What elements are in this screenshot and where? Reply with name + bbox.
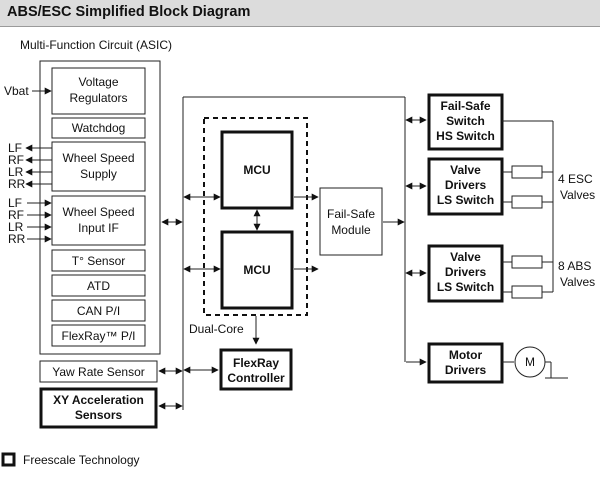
voltage-regulators-line-2: Regulators [69, 91, 127, 105]
xy-acceleration-line-2: Sensors [75, 408, 123, 422]
motor-drivers-block: Motor Drivers [427, 342, 504, 384]
fail-safe-switch-block: Fail-Safe Switch HS Switch [427, 93, 504, 151]
yaw-rate-sensor-label: Yaw Rate Sensor [52, 365, 145, 379]
abs-valves-line-2: Valves [560, 275, 595, 289]
flexray-controller-line-1: FlexRay [233, 356, 279, 370]
asic-label: Multi-Function Circuit (ASIC) [20, 38, 172, 52]
esc-valves-line-1: 4 ESC [558, 172, 593, 186]
dual-core-label: Dual-Core [189, 322, 244, 336]
xy-acceleration-block: XY Acceleration Sensors [39, 387, 158, 429]
vbat-label: Vbat [4, 84, 29, 98]
wheel-speed-input-line-2: Input IF [78, 221, 119, 235]
abs-valves-line-1: 8 ABS [558, 259, 591, 273]
fail-safe-switch-line-2: Switch [446, 114, 485, 128]
wheel-speed-supply-block: Wheel Speed Supply [51, 141, 146, 192]
abs-coil-1 [511, 255, 543, 269]
fail-safe-module-line-1: Fail-Safe [327, 207, 375, 221]
input-rr-label: RR [8, 232, 26, 246]
watchdog-label: Watchdog [72, 121, 126, 135]
motor-drivers-line-1: Motor [449, 348, 483, 362]
mcu-top-block: MCU [220, 130, 294, 210]
temp-sensor-block: T° Sensor [51, 249, 146, 272]
voltage-regulators-block: Voltage Regulators [51, 67, 146, 115]
valve-esc-line-3: LS Switch [437, 193, 494, 207]
esc-valves-line-2: Valves [560, 188, 595, 202]
esc-coil-2 [511, 195, 543, 209]
wheel-speed-supply-line-1: Wheel Speed [62, 151, 134, 165]
mcu-bottom-label: MCU [243, 263, 270, 277]
flexray-controller-line-2: Controller [227, 371, 285, 385]
wheel-speed-input-block: Wheel Speed Input IF [51, 195, 146, 246]
legend-label: Freescale Technology [23, 453, 140, 467]
valve-abs-line-2: Drivers [445, 265, 487, 279]
can-pi-block: CAN P/I [51, 299, 146, 322]
input-rf-label: RF [8, 208, 24, 222]
supply-rf-label: RF [8, 153, 24, 167]
valve-drivers-abs-block: Valve Drivers LS Switch [427, 244, 504, 303]
esc-coil-1 [511, 165, 543, 179]
mcu-top-label: MCU [243, 163, 270, 177]
voltage-regulators-line-1: Voltage [78, 75, 118, 89]
input-lf-label: LF [8, 196, 22, 210]
fail-safe-module-line-2: Module [331, 223, 371, 237]
valve-esc-line-1: Valve [450, 163, 481, 177]
title-bar: ABS/ESC Simplified Block Diagram [0, 0, 600, 27]
yaw-rate-sensor-block: Yaw Rate Sensor [39, 360, 158, 383]
motor-label: M [525, 355, 535, 369]
fail-safe-switch-line-1: Fail-Safe [440, 99, 490, 113]
flexray-controller-block: FlexRay Controller [219, 348, 293, 391]
motor-drivers-line-2: Drivers [445, 363, 487, 377]
supply-lr-label: LR [8, 165, 24, 179]
can-pi-label: CAN P/I [77, 304, 120, 318]
diagram-title: ABS/ESC Simplified Block Diagram [7, 4, 251, 20]
input-lr-label: LR [8, 220, 24, 234]
fail-safe-module-block: Fail-Safe Module [319, 187, 383, 256]
flexray-pi-block: FlexRay™ P/I [51, 324, 146, 347]
xy-acceleration-line-1: XY Acceleration [53, 393, 144, 407]
watchdog-block: Watchdog [51, 117, 146, 139]
valve-esc-line-2: Drivers [445, 178, 487, 192]
valve-abs-line-3: LS Switch [437, 280, 494, 294]
supply-rr-label: RR [8, 177, 26, 191]
fail-safe-switch-line-3: HS Switch [436, 129, 495, 143]
legend-swatch [1, 452, 16, 467]
mcu-bottom-block: MCU [220, 230, 294, 310]
temp-sensor-label: T° Sensor [72, 254, 125, 268]
supply-lf-label: LF [8, 141, 22, 155]
valve-drivers-esc-block: Valve Drivers LS Switch [427, 157, 504, 216]
dual-core-boundary [203, 117, 308, 316]
valve-abs-line-1: Valve [450, 250, 481, 264]
wheel-speed-input-line-1: Wheel Speed [62, 205, 134, 219]
flexray-pi-label: FlexRay™ P/I [61, 329, 135, 343]
abs-coil-2 [511, 285, 543, 299]
atd-label: ATD [87, 279, 110, 293]
wheel-speed-supply-line-2: Supply [80, 167, 117, 181]
atd-block: ATD [51, 274, 146, 297]
